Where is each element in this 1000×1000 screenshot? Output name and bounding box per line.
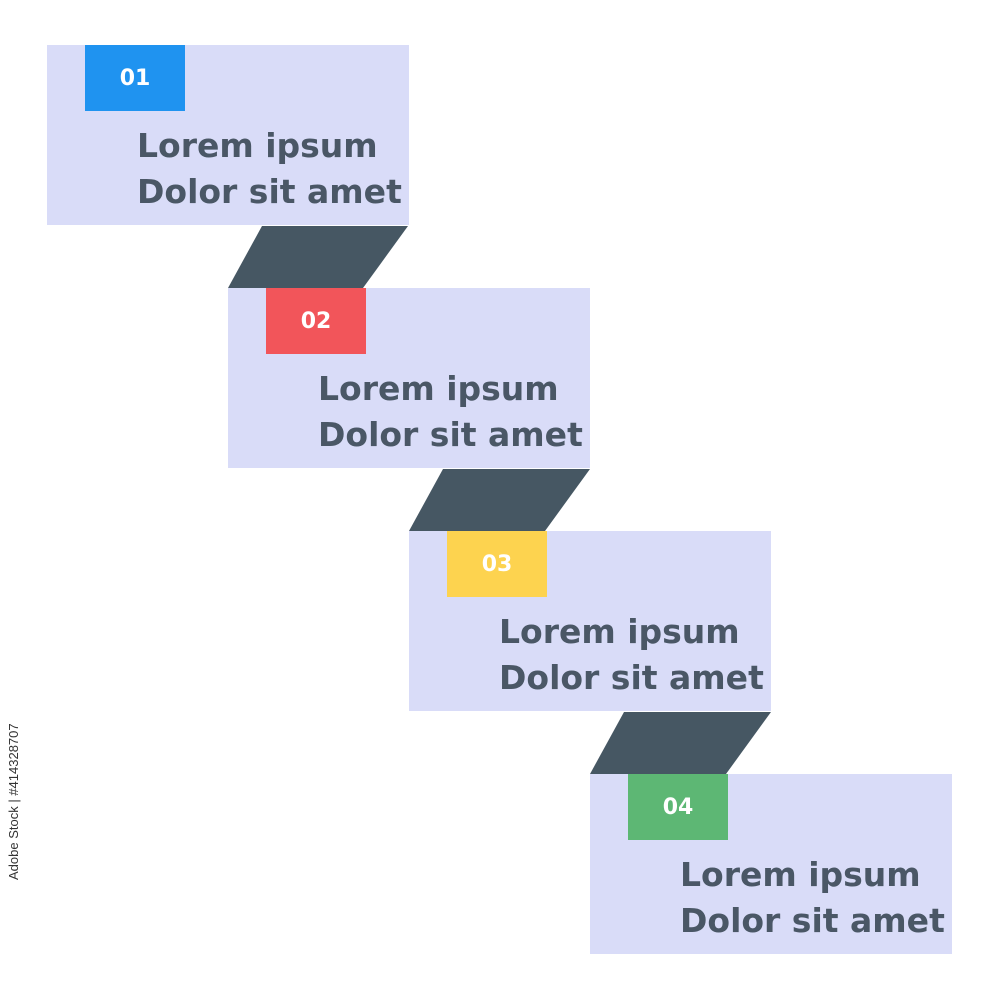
step-text-line1: Lorem ipsum xyxy=(680,855,921,894)
step-text: Lorem ipsum Dolor sit amet xyxy=(318,366,583,458)
step-card-2: 02 Lorem ipsum Dolor sit amet xyxy=(228,288,590,468)
step-text-line2: Dolor sit amet xyxy=(499,658,764,697)
stock-watermark: Adobe Stock | #414328707 xyxy=(6,723,21,880)
connector-2-3 xyxy=(409,469,590,531)
step-card-3: 03 Lorem ipsum Dolor sit amet xyxy=(409,531,771,711)
step-text: Lorem ipsum Dolor sit amet xyxy=(137,123,402,215)
step-text-line2: Dolor sit amet xyxy=(680,901,945,940)
step-number-badge: 03 xyxy=(447,531,547,597)
step-number-badge: 04 xyxy=(628,774,728,840)
connector-3-4 xyxy=(590,712,771,774)
connector-1-2 xyxy=(228,226,408,288)
step-card-1: 01 Lorem ipsum Dolor sit amet xyxy=(47,45,409,225)
step-text-line1: Lorem ipsum xyxy=(499,612,740,651)
step-text: Lorem ipsum Dolor sit amet xyxy=(499,609,764,701)
step-number-badge: 01 xyxy=(85,45,185,111)
step-number-badge: 02 xyxy=(266,288,366,354)
step-text-line2: Dolor sit amet xyxy=(137,172,402,211)
step-text: Lorem ipsum Dolor sit amet xyxy=(680,852,945,944)
step-text-line1: Lorem ipsum xyxy=(318,369,559,408)
step-text-line1: Lorem ipsum xyxy=(137,126,378,165)
step-text-line2: Dolor sit amet xyxy=(318,415,583,454)
step-card-4: 04 Lorem ipsum Dolor sit amet xyxy=(590,774,952,954)
